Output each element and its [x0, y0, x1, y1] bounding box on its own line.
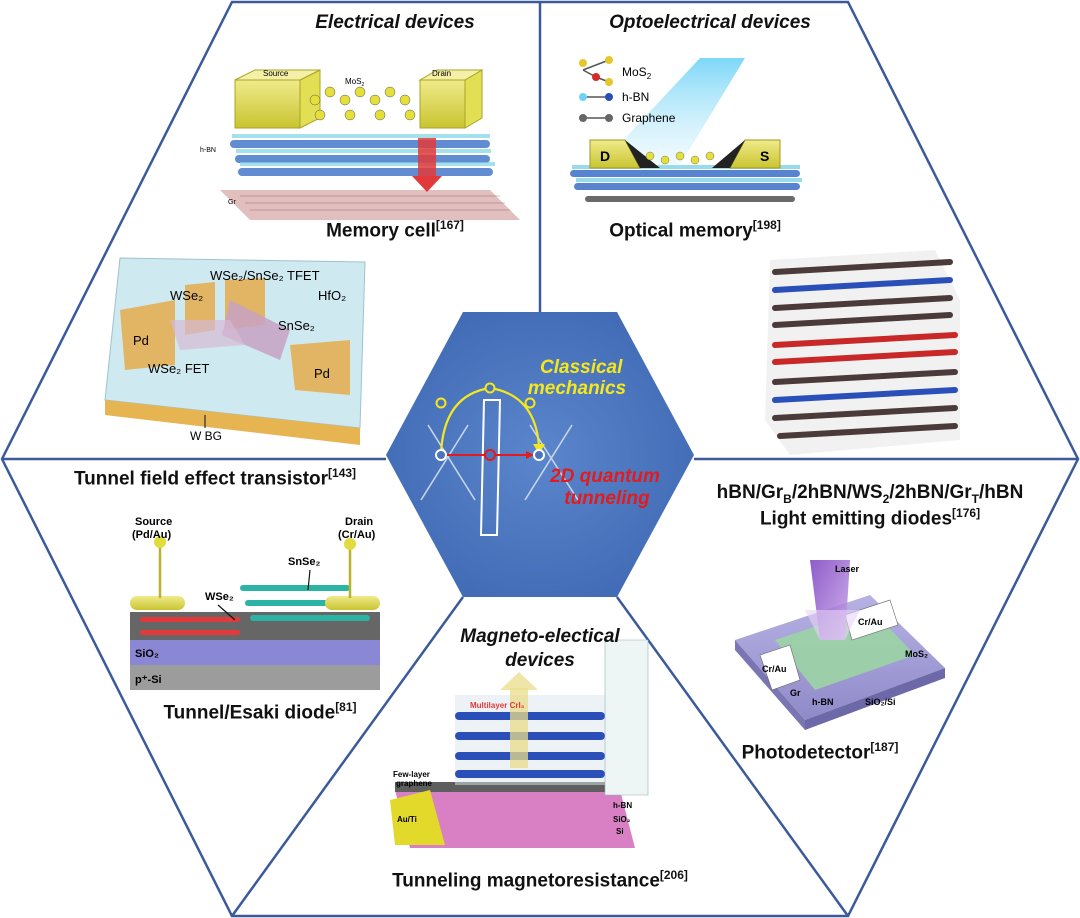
classical-mechanics-label-line2: mechanics — [527, 378, 627, 399]
classical-mechanics-label-line1: Classical — [540, 357, 623, 378]
tunneling-schematic — [420, 382, 579, 536]
magneto-electrical-title-line1: Magneto-electical — [460, 626, 620, 647]
memory-mos2-label: MoS2 — [345, 77, 364, 88]
memory-hbn-label: h-BN — [200, 147, 216, 154]
tfet-caption: Tunnel field effect transistor[143] — [73, 466, 357, 490]
photo-gr-label: Gr — [790, 688, 801, 698]
photo-hbn-label: h-BN — [812, 697, 834, 707]
photo-mos2-label: MoS₂ — [905, 649, 928, 659]
optical-mos2-label: MoS2 — [622, 65, 652, 81]
photodetector-caption: Photodetector[187] — [741, 740, 899, 764]
tmr-hbn-label: h-BN — [613, 801, 632, 810]
optical-memory-illustration — [570, 56, 802, 202]
photodetector-illustration — [735, 560, 945, 730]
optical-hbn-label: h-BN — [622, 90, 649, 104]
tmr-few-line1-label: Few-layer — [393, 770, 430, 779]
memory-gr-label: Gr — [228, 199, 236, 206]
tmr-caption: Tunneling magnetoresistance[206] — [392, 868, 688, 892]
tfet-snse2-label: SnSe₂ — [278, 318, 315, 333]
led-caption-line1: hBN/GrB/2hBN/WS2/2hBN/GrT/hBN — [716, 482, 1024, 506]
memory-source-label: Source — [263, 69, 289, 78]
esaki-snse2-label: SnSe₂ — [288, 556, 321, 568]
esaki-psi-label: p⁺-Si — [135, 674, 162, 686]
tfet-pd-right-label: Pd — [314, 366, 330, 381]
memory-drain-label: Drain — [432, 69, 451, 78]
photo-sio2si-label: SiO₂/Si — [865, 697, 896, 707]
tmr-sio2-label: SiO₂ — [613, 815, 631, 824]
led-stack-illustration — [765, 250, 960, 455]
optical-d-label: D — [600, 148, 610, 164]
esaki-drain-mat-label: (Cr/Au) — [338, 529, 376, 541]
tfet-illustration — [104, 257, 366, 445]
tfet-pd-left-label: Pd — [133, 333, 149, 348]
esaki-illustration — [130, 536, 380, 690]
esaki-source-label: Source — [135, 516, 172, 528]
optical-memory-caption: Optical memory[198] — [609, 218, 781, 242]
memory-cell-illustration — [220, 69, 520, 220]
tfet-hfo2-label: HfO₂ — [318, 288, 346, 303]
optical-s-label: S — [760, 148, 769, 164]
tmr-illustration — [390, 639, 649, 848]
electrical-devices-title: Electrical devices — [315, 12, 475, 33]
esaki-wse2-label: WSe₂ — [205, 591, 234, 603]
memory-cell-caption: Memory cell[167] — [326, 218, 464, 242]
esaki-drain-label: Drain — [345, 516, 373, 528]
tfet-title-label: WSe₂/SnSe₂ TFET — [210, 268, 320, 283]
esaki-source-mat-label: (Pd/Au) — [132, 529, 171, 541]
tmr-few-line2-label: graphene — [396, 779, 433, 788]
tfet-wse2-label: WSe₂ — [170, 288, 203, 303]
tfet-fet-label: WSe₂ FET — [148, 361, 209, 376]
optoelectrical-devices-title: Optoelectrical devices — [609, 12, 811, 33]
tfet-wbg-label: W BG — [190, 429, 222, 443]
photo-laser-label: Laser — [835, 564, 860, 574]
esaki-caption: Tunnel/Esaki diode[81] — [163, 700, 357, 724]
tmr-si-label: Si — [616, 827, 624, 836]
optical-graphene-label: Graphene — [622, 111, 676, 125]
photo-crau-left-label: Cr/Au — [762, 664, 787, 674]
tmr-auti-label: Au/Ti — [397, 815, 417, 824]
photo-crau-right-label: Cr/Au — [858, 617, 883, 627]
tmr-cri3-label: Multilayer CrI₃ — [470, 701, 525, 710]
esaki-sio2-label: SiO₂ — [135, 648, 159, 660]
magneto-electrical-title-line2: devices — [505, 650, 575, 671]
quantum-tunneling-label-line2: tunneling — [564, 488, 650, 509]
quantum-tunneling-label-line1: 2D quantum — [550, 466, 660, 487]
led-caption-line2: Light emitting diodes[176] — [759, 506, 981, 530]
